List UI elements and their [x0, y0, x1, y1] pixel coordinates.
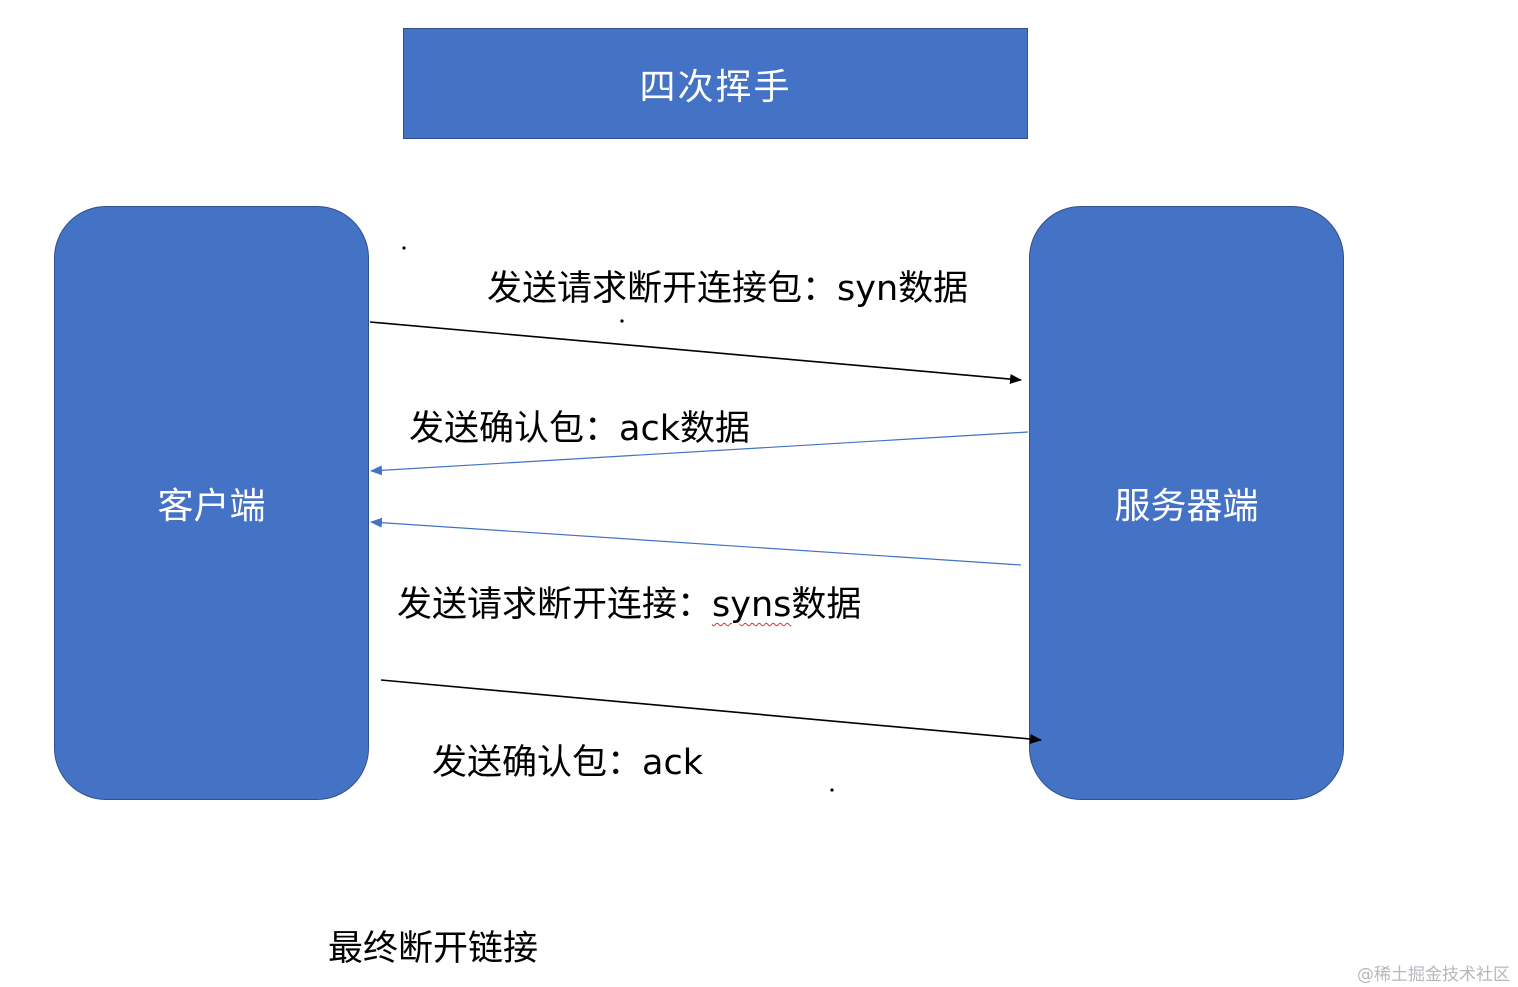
arrow-fin-reply	[370, 517, 1022, 566]
arrow-final-ack	[380, 679, 1042, 744]
client-label: 客户端	[157, 486, 266, 527]
message-label-fin-reply-prefix: 发送请求断开连接：	[397, 585, 713, 625]
message-label-fin-reply: 发送请求断开连接：syns数据	[397, 588, 861, 623]
server-label: 服务器端	[1114, 486, 1259, 527]
arrow-ack-reply	[370, 431, 1029, 476]
title-box: 四次挥手	[403, 28, 1028, 139]
server-node: 服务器端	[1029, 206, 1344, 800]
spellcheck-underlined-word: syns	[712, 585, 792, 625]
final-disconnect-label: 最终断开链接	[328, 929, 539, 969]
stray-dot	[402, 246, 406, 250]
message-label-ack-reply: 发送确认包：ack数据	[409, 409, 750, 449]
client-node: 客户端	[54, 206, 369, 800]
stray-dot	[620, 319, 624, 323]
watermark: @稀土掘金技术社区	[1357, 965, 1510, 985]
message-label-fin-request: 发送请求断开连接包：syn数据	[487, 269, 969, 309]
stray-dot	[830, 788, 834, 792]
message-label-final-ack: 发送确认包：ack	[432, 743, 703, 783]
diagram-title: 四次挥手	[639, 66, 792, 108]
message-label-fin-reply-suffix: 数据	[791, 585, 862, 625]
arrow-fin-request	[369, 321, 1022, 385]
